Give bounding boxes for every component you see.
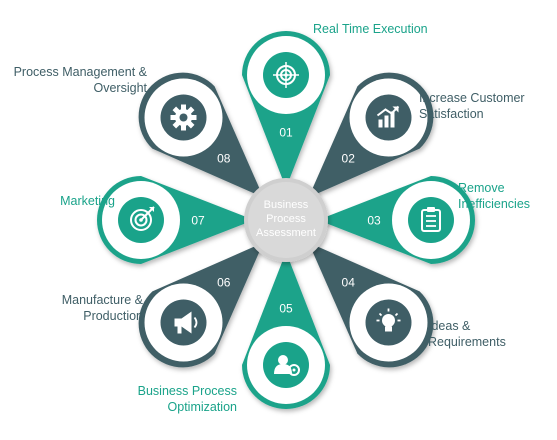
center-title-line: Process xyxy=(266,213,306,225)
petal-number: 05 xyxy=(279,302,293,316)
label-real-time-execution: Real Time Execution xyxy=(313,22,428,36)
clipboard-icon xyxy=(421,207,441,232)
megaphone-icon xyxy=(174,311,198,334)
user-settings-icon xyxy=(274,355,300,376)
petal-number: 04 xyxy=(342,276,356,290)
target-icon xyxy=(273,62,299,88)
petal-03: 03 xyxy=(318,176,475,264)
petal-08: 08 xyxy=(138,72,264,198)
label-increase-customer-satisfaction: Increase Customer Satisfaction xyxy=(419,91,525,121)
lightbulb-icon xyxy=(376,308,401,332)
petal-07: 07 xyxy=(97,176,254,264)
petal-number: 06 xyxy=(217,276,231,290)
gear-icon xyxy=(170,104,197,131)
growth-chart-icon xyxy=(376,105,400,128)
label-marketing: Marketing xyxy=(60,194,115,208)
petal-number: 01 xyxy=(279,126,293,140)
petal-02: 02 xyxy=(308,72,434,198)
label-process-management-oversight: Process Management & Oversight xyxy=(13,65,147,95)
bullseye-icon xyxy=(130,206,155,231)
label-ideas-requirements: Ideas & Requirements xyxy=(428,319,506,349)
center-title-line: Assessment xyxy=(256,227,316,239)
label-manufacture-production: Manufacture & Production xyxy=(61,293,143,323)
petal-01: 01 xyxy=(242,31,330,188)
petal-icon-disc xyxy=(408,197,454,243)
petal-05: 05 xyxy=(242,252,330,409)
petal-04: 04 xyxy=(308,242,434,368)
label-business-process-optimization: Business Process Optimization xyxy=(137,384,237,414)
petal-number: 08 xyxy=(217,151,231,165)
petal-number: 03 xyxy=(367,214,381,228)
label-remove-inefficiencies: Remove Inefficiencies xyxy=(458,181,531,211)
center-title-line: Business xyxy=(264,199,309,211)
petal-number: 02 xyxy=(342,151,356,165)
petal-number: 07 xyxy=(191,214,205,228)
petal-06: 06 xyxy=(138,242,264,368)
